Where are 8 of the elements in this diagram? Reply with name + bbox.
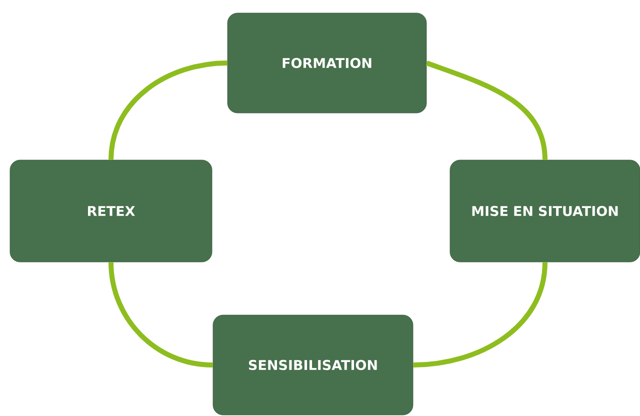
connector-arc [426, 60, 548, 160]
process-box: SENSIBILISATION [212, 314, 414, 416]
process-box: MISE EN SITUATION [450, 160, 640, 262]
connector-arc [108, 262, 213, 368]
process-box: FORMATION [227, 12, 427, 114]
connector-arc [413, 262, 548, 368]
process-box: RETEX [10, 160, 212, 262]
connector-arc [108, 60, 228, 160]
